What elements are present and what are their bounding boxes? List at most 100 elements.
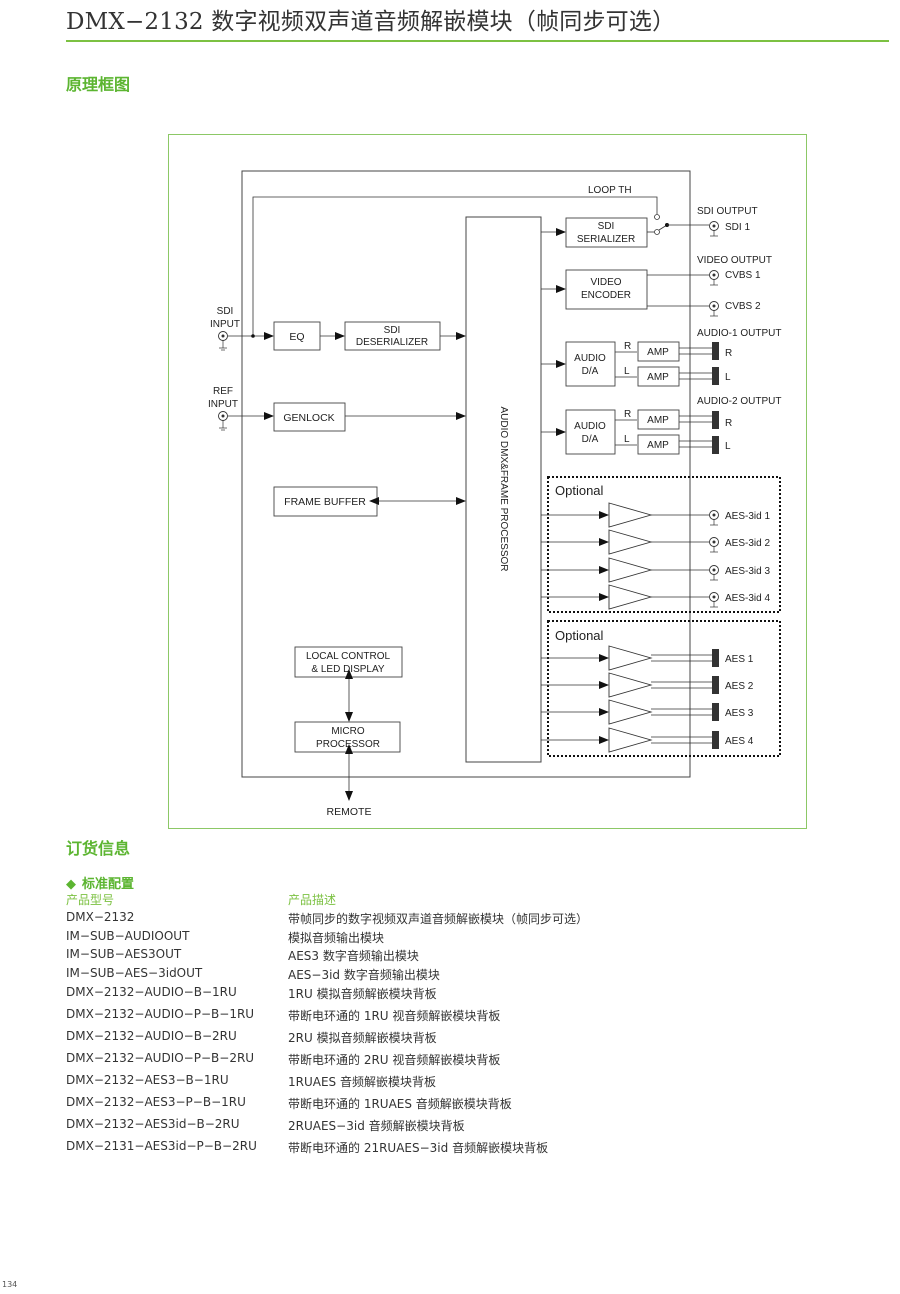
product-description: 带断电环通的 21RUAES−3id 音频解嵌模块背板 [288, 1141, 549, 1155]
diagram-frame [168, 134, 807, 829]
svg-text:D/A: D/A [582, 434, 599, 445]
sdi-deserializer-label-2: DESERIALIZER [356, 337, 428, 348]
product-description: 带帧同步的数字视频双声道音频解嵌模块（帧同步可选） [288, 912, 589, 926]
aes-driver [608, 672, 653, 698]
product-model: IM−SUB−AUDIOOUT [66, 929, 190, 943]
micro-processor-label-2: PROCESSOR [316, 739, 380, 750]
svg-text:AUDIO: AUDIO [574, 353, 606, 364]
svg-text:R: R [725, 418, 732, 429]
svg-text:R: R [624, 409, 631, 420]
sdi-output-label: SDI OUTPUT [697, 206, 758, 217]
loop-thru-label: LOOP TH [588, 185, 632, 196]
product-model: DMX−2132−AES3id−B−2RU [66, 1117, 240, 1131]
block-diagram: AUDIO DMX&FRAME PROCESSOR LOOP TH SDI IN… [208, 170, 781, 818]
product-model: IM−SUB−AES−3idOUT [66, 966, 203, 980]
aes-terminal [712, 676, 719, 694]
product-description: 1RU 模拟音频解嵌模块背板 [288, 987, 437, 1001]
sdi-serializer-label-1: SDI [598, 221, 615, 232]
sdi-serializer-label-2: SERIALIZER [577, 234, 635, 245]
aes-terminal [712, 649, 719, 667]
product-model: DMX−2132−AUDIO−B−2RU [66, 1029, 237, 1043]
svg-text:D/A: D/A [582, 366, 599, 377]
product-model: DMX−2132−AUDIO−P−B−2RU [66, 1051, 255, 1065]
subheading-standard-config: ◆ 标准配置 [66, 873, 134, 892]
ref-input-label-2: INPUT [208, 399, 238, 410]
aes3id-driver [608, 502, 653, 528]
product-model: DMX−2132−AES3−B−1RU [66, 1073, 229, 1087]
svg-text:L: L [624, 434, 630, 445]
aes-driver [608, 727, 653, 753]
aes-label: AES 4 [725, 736, 754, 747]
svg-text:AMP: AMP [647, 415, 669, 426]
micro-processor-label-1: MICRO [331, 726, 365, 737]
diamond-bullet-icon: ◆ [66, 877, 76, 892]
optional-aes3id-box [547, 476, 781, 613]
aes3id-label: AES-3id 4 [725, 593, 770, 604]
genlock-label: GENLOCK [283, 412, 334, 424]
optional-aes-label: Optional [555, 628, 604, 643]
audio1-output-label: AUDIO-1 OUTPUT [697, 328, 781, 339]
product-description: 模拟音频输出模块 [288, 931, 385, 945]
loop-switch-bottom [654, 229, 660, 235]
section-heading-block-diagram: 原理框图 [66, 75, 131, 94]
svg-text:AMP: AMP [647, 372, 669, 383]
column-header-description: 产品描述 [288, 893, 337, 907]
aes3id-label: AES-3id 3 [725, 566, 770, 577]
aes-driver [608, 699, 653, 725]
product-description: 1RUAES 音频解嵌模块背板 [288, 1075, 436, 1089]
genlock-block [273, 402, 346, 432]
optional-aes3id-label: Optional [555, 483, 604, 498]
amp-1r-block [637, 341, 680, 362]
product-description: 2RUAES−3id 音频解嵌模块背板 [288, 1119, 465, 1133]
product-model: IM−SUB−AES3OUT [66, 947, 182, 961]
page-title: DMX−2132 数字视频双声道音频解嵌模块（帧同步可选） [66, 9, 676, 35]
frame-buffer-label: FRAME BUFFER [284, 496, 366, 508]
amp-2r-block [637, 409, 680, 430]
sdi1-label: SDI 1 [725, 222, 750, 233]
aes-terminal [712, 731, 719, 749]
svg-text:L: L [725, 441, 731, 452]
frame-buffer-block [273, 486, 378, 517]
remote-label: REMOTE [327, 806, 372, 818]
product-model: DMX−2132−AUDIO−B−1RU [66, 985, 237, 999]
audio1-l-terminal [712, 367, 719, 385]
product-description: 带断电环通的 1RU 视音频解嵌模块背板 [288, 1009, 501, 1023]
aes3id-driver [608, 557, 653, 583]
local-control-label-2: & LED DISPLAY [311, 664, 385, 675]
loop-switch-top [654, 214, 660, 220]
sdi-serializer-block [565, 217, 648, 248]
svg-text:AMP: AMP [647, 440, 669, 451]
cvbs2-label: CVBS 2 [725, 301, 761, 312]
aes-label: AES 2 [725, 681, 754, 692]
ref-input-label-1: REF [213, 386, 233, 397]
aes-terminal [712, 703, 719, 721]
audio2-r-terminal [712, 411, 719, 429]
title-divider [66, 40, 889, 42]
product-description: AES3 数字音频输出模块 [288, 949, 419, 963]
product-model: DMX−2132−AUDIO−P−B−1RU [66, 1007, 255, 1021]
local-control-label-1: LOCAL CONTROL [306, 651, 391, 662]
module-enclosure [241, 170, 691, 778]
amp-1l-block [637, 366, 680, 387]
page-number: 134 [2, 1280, 18, 1289]
amp-2l-block [637, 434, 680, 455]
aes3id-label: AES-3id 2 [725, 538, 770, 549]
video-encoder-label-2: ENCODER [581, 290, 631, 301]
sdi-deserializer-label-1: SDI [384, 325, 401, 336]
eq-block [273, 321, 321, 351]
svg-text:AUDIO: AUDIO [574, 421, 606, 432]
audio1-r-terminal [712, 342, 719, 360]
subheading-label: 标准配置 [82, 877, 135, 892]
aes-label: AES 1 [725, 654, 754, 665]
product-description: 带断电环通的 2RU 视音频解嵌模块背板 [288, 1053, 501, 1067]
loop-thru-line [252, 196, 658, 336]
audio-da-1-block [565, 341, 616, 387]
aes3id-driver [608, 529, 653, 555]
product-model: DMX−2132 [66, 910, 135, 924]
aes-label: AES 3 [725, 708, 754, 719]
svg-text:AMP: AMP [647, 347, 669, 358]
product-description: 2RU 模拟音频解嵌模块背板 [288, 1031, 437, 1045]
video-encoder-label-1: VIDEO [590, 277, 621, 288]
processor-block [465, 216, 542, 763]
product-description: AES−3id 数字音频输出模块 [288, 968, 440, 982]
